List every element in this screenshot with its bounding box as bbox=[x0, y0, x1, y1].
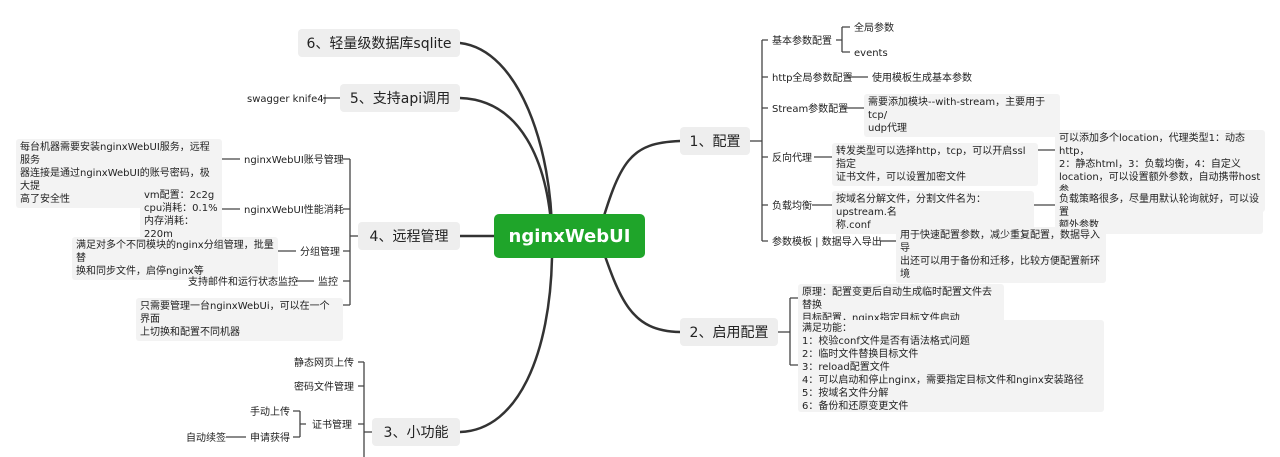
config-balance-note: 按域名分解文件，分割文件名为：upstream.名 称.conf bbox=[832, 191, 1034, 234]
small-password[interactable]: 密码文件管理 bbox=[294, 382, 354, 393]
config-http-note: 使用模板生成基本参数 bbox=[872, 73, 972, 84]
small-cert-manual[interactable]: 手动上传 bbox=[250, 407, 290, 418]
remote-account[interactable]: nginxWebUI账号管理 bbox=[244, 155, 344, 166]
config-reverse-note: 转发类型可以选择http，tcp，可以开启ssl指定 证书文件，可以设置加密文件 bbox=[832, 143, 1038, 186]
config-http[interactable]: http全局参数配置 bbox=[772, 73, 853, 84]
branch-config[interactable]: 1、配置 bbox=[680, 127, 750, 155]
remote-group-note: 满足对多个不同模块的nginx分组管理，批量替 换和同步文件，启停nginx等 bbox=[72, 237, 278, 280]
small-cert-apply[interactable]: 申请获得 bbox=[250, 433, 290, 444]
remote-monitor[interactable]: 监控 bbox=[318, 277, 338, 288]
enable-principle: 原理：配置变更后自动生成临时配置文件去替换 目标配置，nginx指定目标文件启动 bbox=[798, 284, 1004, 327]
branch-sqlite[interactable]: 6、轻量级数据库sqlite bbox=[298, 29, 460, 57]
branch-enable[interactable]: 2、启用配置 bbox=[680, 318, 778, 346]
remote-single-note: 只需要管理一台nginxWebUi，可以在一个界面 上切换和配置不同机器 bbox=[136, 298, 343, 341]
config-basic-events[interactable]: events bbox=[854, 48, 888, 59]
branch-small[interactable]: 3、小功能 bbox=[372, 418, 460, 446]
config-balance-detail: 负载策略很多，尽量用默认轮询就好，可以设置 额外参数 bbox=[1055, 191, 1263, 234]
remote-monitor-note: 支持邮件和运行状态监控 bbox=[188, 277, 298, 288]
config-template-note: 用于快速配置参数，减少重复配置，数据导入导 出还可以用于备份和迁移，比较方便配置… bbox=[896, 227, 1106, 283]
small-cert[interactable]: 证书管理 bbox=[312, 420, 352, 431]
enable-features: 满足功能： 1：校验conf文件是否有语法格式问题 2：临时文件替换目标文件 3… bbox=[798, 320, 1104, 412]
remote-perf-note: vm配置：2c2g cpu消耗：0.1% 内存消耗：220m bbox=[140, 187, 222, 243]
branch-api[interactable]: 5、支持api调用 bbox=[340, 84, 460, 112]
small-static[interactable]: 静态网页上传 bbox=[294, 358, 354, 369]
small-cert-renew[interactable]: 自动续签 bbox=[186, 433, 226, 444]
config-stream-note: 需要添加模块--with-stream，主要用于tcp/ udp代理 bbox=[864, 94, 1060, 137]
config-stream[interactable]: Stream参数配置 bbox=[772, 104, 849, 115]
config-balance[interactable]: 负载均衡 bbox=[772, 201, 812, 212]
root-node[interactable]: nginxWebUI bbox=[494, 214, 645, 258]
branch-remote[interactable]: 4、远程管理 bbox=[358, 222, 460, 250]
remote-perf[interactable]: nginxWebUI性能消耗 bbox=[244, 205, 344, 216]
remote-group[interactable]: 分组管理 bbox=[300, 247, 340, 258]
config-template[interactable]: 参数模板 | 数据导入导出 bbox=[772, 237, 882, 248]
config-basic-global[interactable]: 全局参数 bbox=[854, 23, 894, 34]
config-reverse[interactable]: 反向代理 bbox=[772, 153, 812, 164]
config-basic[interactable]: 基本参数配置 bbox=[772, 36, 832, 47]
api-note: swagger knife4j bbox=[247, 94, 327, 105]
